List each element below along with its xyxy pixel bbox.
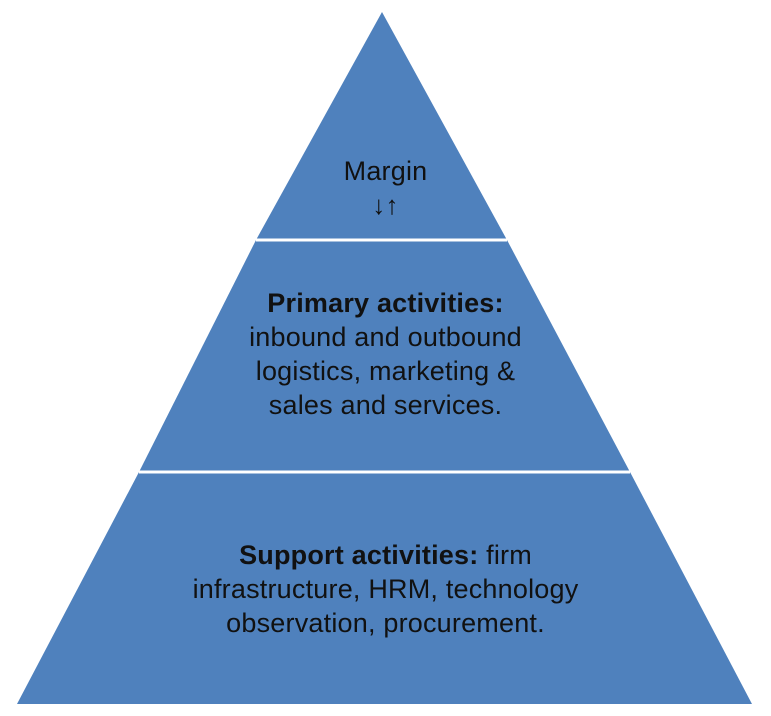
pyramid-tier-bottom bbox=[17, 472, 752, 704]
primary-activities-line-3: sales and services. bbox=[268, 390, 503, 420]
tier-bottom-text: Support activities: firm infrastructure,… bbox=[0, 538, 771, 640]
support-activities-line-3: observation, procurement. bbox=[226, 608, 545, 638]
tier-top-text: Margin ↓↑ bbox=[0, 154, 771, 222]
pyramid-tier-top bbox=[256, 12, 507, 240]
support-activities-line-1-rest: firm bbox=[478, 540, 532, 570]
primary-activities-line-1: inbound and outbound bbox=[249, 322, 522, 352]
primary-activities-line-2: logistics, marketing & bbox=[255, 356, 516, 386]
support-activities-line-2: infrastructure, HRM, technology bbox=[192, 574, 579, 604]
pyramid-tier-middle bbox=[139, 240, 630, 472]
tier-middle-text: Primary activities: inbound and outbound… bbox=[0, 286, 771, 422]
margin-label: Margin bbox=[343, 156, 428, 186]
support-activities-heading: Support activities: bbox=[239, 540, 479, 570]
support-activities-line-1: Support activities: firm bbox=[0, 538, 771, 572]
primary-activities-heading: Primary activities: bbox=[267, 288, 504, 318]
margin-arrows: ↓↑ bbox=[372, 190, 399, 220]
